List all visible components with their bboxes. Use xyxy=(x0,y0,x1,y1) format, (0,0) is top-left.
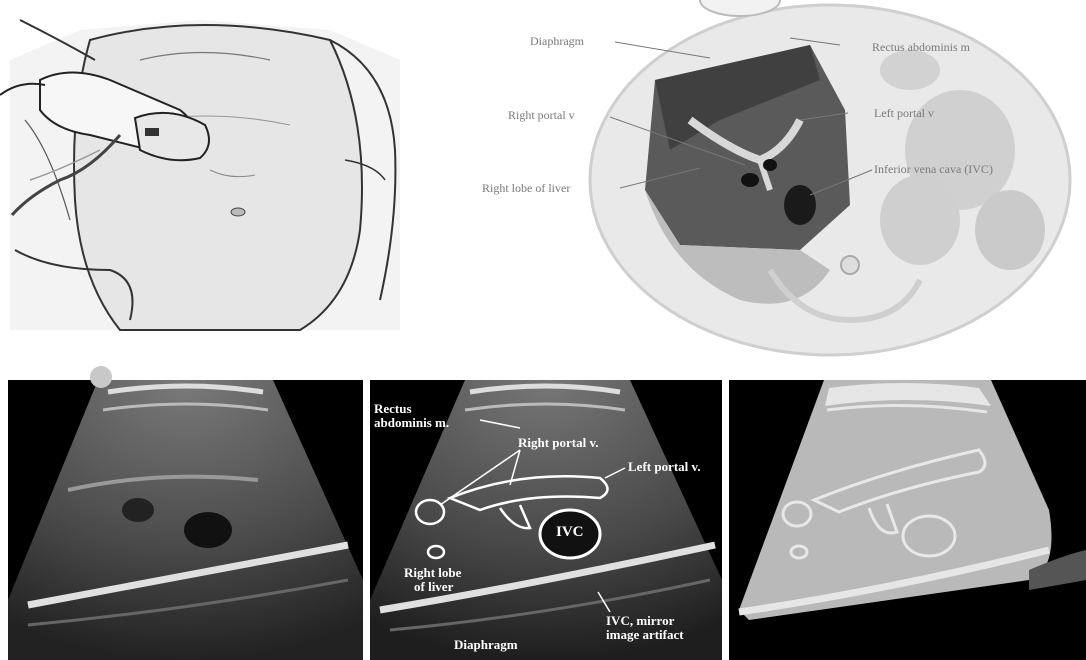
ct-label-right-portal-vein: Right portal v xyxy=(508,108,575,123)
us-label-left-portal-vein: Left portal v. xyxy=(628,460,701,473)
us-label-ivc-mirror-line1: IVC, mirror xyxy=(606,614,674,627)
ct-label-rectus-abdominis: Rectus abdominis m xyxy=(872,40,970,55)
ct-cross-section-panel: Diaphragm Rectus abdominis m Right porta… xyxy=(470,0,1086,370)
ct-label-diaphragm: Diaphragm xyxy=(530,34,584,49)
ct-label-ivc: Inferior vena cava (IVC) xyxy=(874,162,993,177)
ultrasound-schematic-panel xyxy=(729,380,1086,660)
ct-label-left-portal-vein: Left portal v xyxy=(874,106,934,121)
us-label-right-lobe-line1: Right lobe xyxy=(404,566,461,579)
patient-scanning-illustration xyxy=(0,0,410,345)
marker-dot-icon xyxy=(90,366,112,388)
us-label-right-portal-vein: Right portal v. xyxy=(518,436,599,449)
us-label-right-lobe-line2: of liver xyxy=(414,580,453,593)
us-label-rectus-line1: Rectus xyxy=(374,402,412,415)
us-label-ivc-mirror-line2: image artifact xyxy=(606,628,684,641)
ultrasound-raw-panel xyxy=(8,380,363,660)
us-label-rectus-line2: abdominis m. xyxy=(374,416,449,429)
ct-label-right-lobe-liver: Right lobe of liver xyxy=(482,181,570,196)
us-label-ivc: IVC xyxy=(556,526,584,539)
ultrasound-labeled-panel: Rectus abdominis m. Right portal v. Left… xyxy=(370,380,722,660)
us-label-diaphragm: Diaphragm xyxy=(454,638,518,651)
